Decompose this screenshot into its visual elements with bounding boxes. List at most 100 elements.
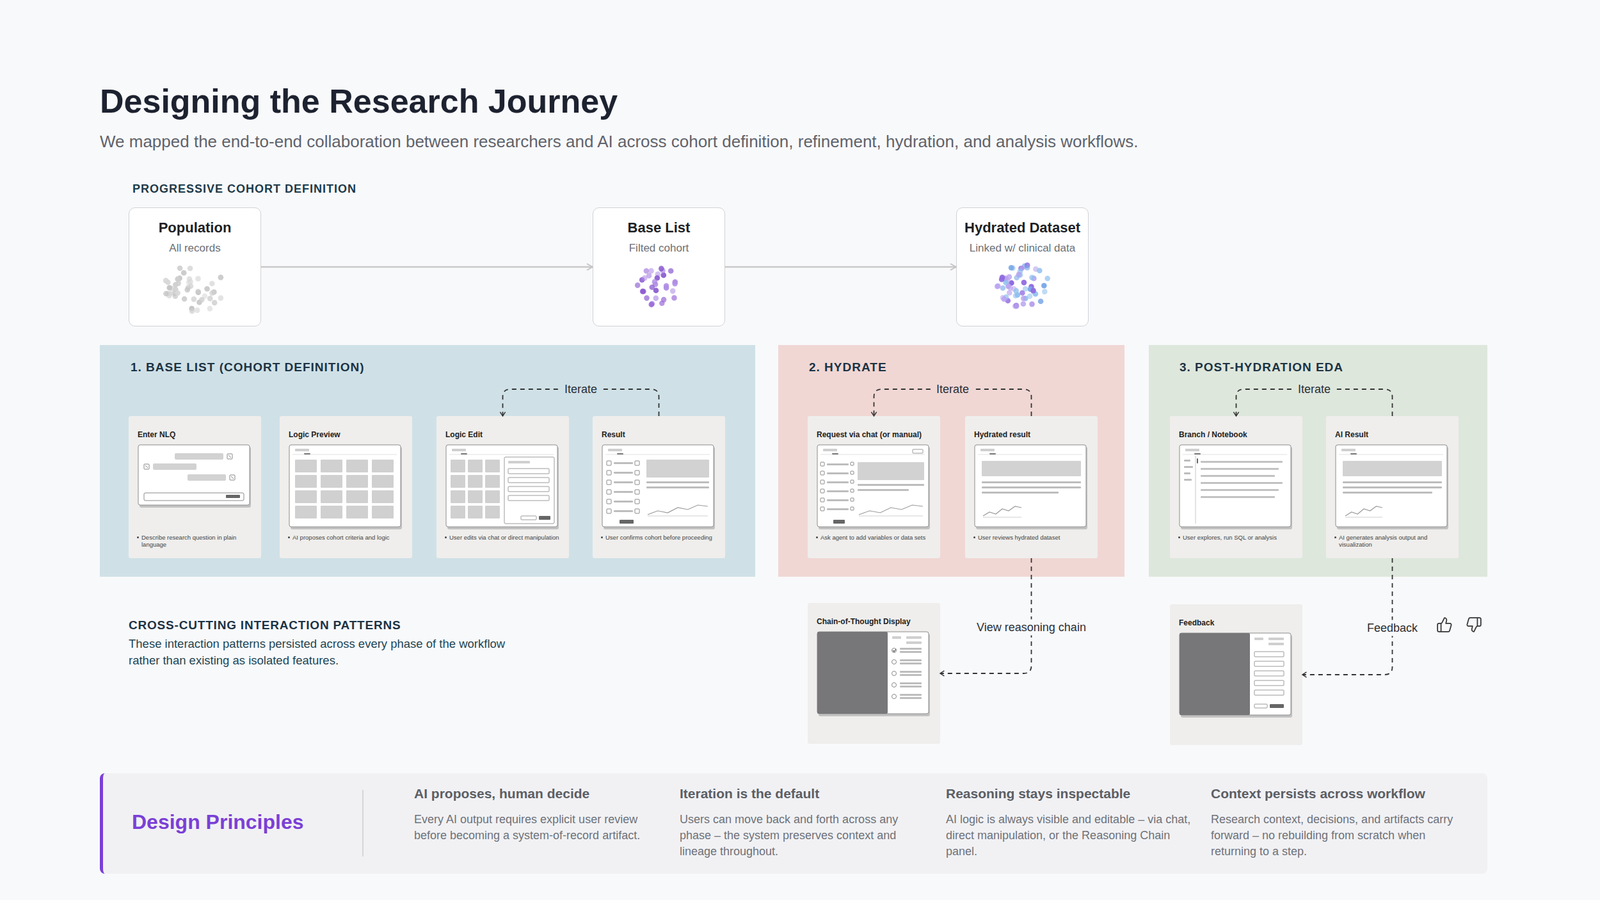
- cohort-dot: [1038, 298, 1044, 304]
- step-card: Enter NLQDescribe research question in p…: [128, 416, 262, 559]
- mock-shape: [613, 490, 633, 493]
- cohort-dot: [1006, 289, 1013, 296]
- box-heading: Result: [601, 430, 626, 440]
- box-heading: Base List: [593, 219, 725, 237]
- mock-shape: [460, 453, 468, 455]
- cohort-dot: [1020, 295, 1027, 302]
- mock-shape: [1200, 474, 1275, 477]
- cohort-dot: [186, 279, 192, 286]
- wireframe-mock: [288, 444, 404, 530]
- mock-shape: [1254, 651, 1284, 657]
- cohort-dot: [207, 305, 214, 312]
- box-heading: Enter NLQ: [137, 430, 176, 440]
- mock-shape: [485, 490, 500, 504]
- mock-shape: [450, 474, 466, 488]
- mock-shape: [981, 491, 1059, 494]
- mock-shape: [850, 488, 854, 493]
- step-card: Hydrated resultUser reviews hydrated dat…: [965, 416, 1098, 559]
- pattern-card: Chain-of-Thought Display: [807, 602, 941, 744]
- cohort-dot: [1021, 279, 1028, 286]
- box-heading: 3. POST-HYDRATION EDA: [1179, 360, 1344, 375]
- cohort-dot: [218, 274, 224, 281]
- mock-shape: [1184, 472, 1191, 475]
- mock-shape: [912, 449, 923, 454]
- cohort-dot: [195, 288, 201, 295]
- mock-shape: [634, 489, 640, 495]
- mock-shape: [1200, 467, 1279, 470]
- thumb-shape: [1437, 617, 1451, 632]
- box-body: All records: [129, 241, 261, 255]
- principle-heading: Context persists across workflow: [1210, 785, 1426, 802]
- box-heading: Population: [129, 219, 261, 237]
- mock-shape: [826, 499, 849, 502]
- principle-heading: Iteration is the default: [679, 785, 820, 802]
- cohort-dot: [163, 277, 169, 284]
- mock-shape: [371, 459, 394, 473]
- mock-line: [858, 515, 923, 517]
- step-card: Logic PreviewAI proposes cohort criteria…: [279, 416, 413, 559]
- mock-chart: [983, 506, 1022, 516]
- mock-shape: [1184, 465, 1193, 468]
- mock-shape: [295, 448, 310, 452]
- cohort-dot: [163, 290, 169, 297]
- mock-shape: [899, 682, 922, 685]
- wireframe-mock: [137, 444, 253, 509]
- pattern-card: Feedback: [1169, 604, 1303, 745]
- mock-shape: [850, 506, 854, 511]
- mock-shape: [820, 488, 825, 493]
- mock-shape: [1179, 444, 1291, 527]
- connector-label: Iterate: [559, 381, 603, 398]
- mock-shape: [320, 474, 343, 488]
- mock-shape: [450, 490, 466, 504]
- mock-shape: [227, 453, 233, 459]
- mock-shape: [646, 459, 710, 478]
- mock-shape: [371, 474, 394, 488]
- mock-shape: [1200, 488, 1279, 491]
- mock-shape: [646, 481, 710, 484]
- step-description: User reviews hydrated dataset: [977, 533, 1091, 541]
- mock-dot: [892, 671, 897, 676]
- mock-shape: [616, 453, 624, 455]
- mock-shape: [892, 636, 902, 639]
- wireframe-mock: [974, 444, 1089, 530]
- cohort-dot: [1024, 264, 1031, 271]
- box-body: Linked w/ clinical data: [956, 241, 1088, 255]
- mock-shape: [980, 448, 995, 452]
- cohort-dot: [1029, 301, 1035, 308]
- cohort-dot: [661, 272, 667, 279]
- mock-shape: [371, 490, 394, 504]
- mock-shape: [304, 453, 311, 455]
- mock-shape: [899, 693, 922, 696]
- mock-shape: [981, 486, 1081, 489]
- bullet-dot: [973, 536, 976, 539]
- cohort-dot: [189, 308, 196, 315]
- mock-shape: [1268, 642, 1284, 646]
- cohort-dot: [174, 276, 181, 283]
- mock-shape: [906, 636, 922, 639]
- cohort-dot: [1022, 286, 1029, 292]
- step-description: User edits via chat or direct manipulati…: [449, 533, 562, 541]
- cohort-dot: [671, 295, 678, 301]
- mock-shape: [989, 453, 996, 455]
- bullet-dot: [288, 536, 290, 539]
- mock-chart: [1345, 506, 1383, 516]
- cohort-dot: [1000, 285, 1007, 292]
- bullet-dot: [1334, 536, 1337, 539]
- mock-shape: [1342, 481, 1442, 484]
- thumbs-up-icon: [1436, 616, 1453, 633]
- mock-shape: [1254, 689, 1284, 696]
- cohort-dot: [211, 300, 218, 306]
- mock-shape: [606, 508, 612, 514]
- cohort-dot: [634, 282, 641, 288]
- mock-shape: [613, 462, 633, 464]
- mock-shape: [619, 519, 634, 524]
- mock-shape: [508, 468, 550, 474]
- cohort-dot: [672, 280, 678, 287]
- wireframe-mock: [445, 444, 560, 530]
- mock-shape: [346, 505, 368, 519]
- cohort-dot: [1001, 296, 1008, 303]
- mock-shape: [138, 444, 250, 505]
- mock-shape: [1342, 491, 1433, 494]
- connector: [261, 266, 593, 269]
